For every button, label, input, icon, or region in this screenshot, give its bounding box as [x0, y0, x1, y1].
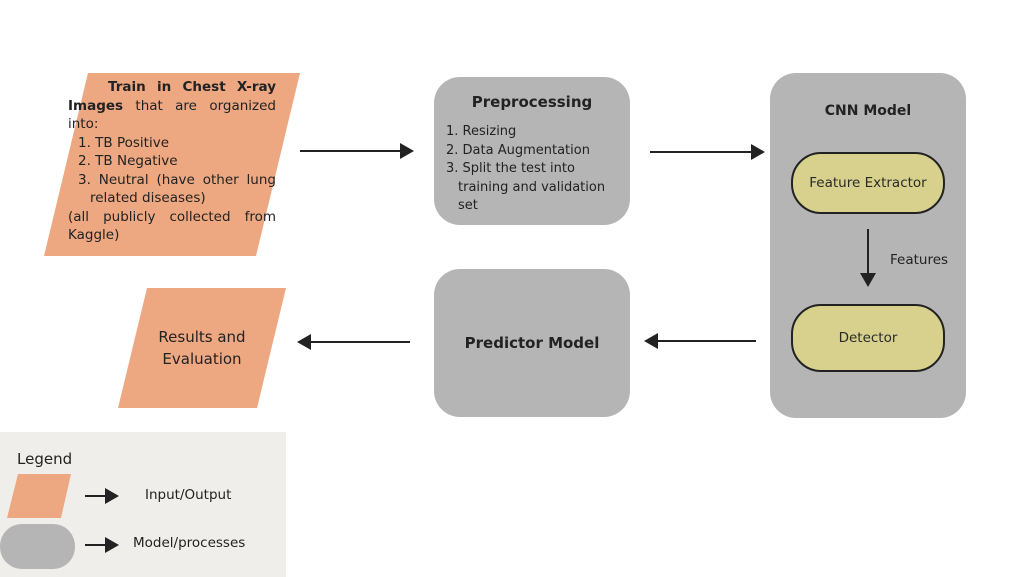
- preprocessing-title: Preprocessing: [471, 93, 593, 111]
- predictor-model-node: Predictor Model: [434, 269, 630, 417]
- output-node-label: Results and Evaluation: [158, 328, 246, 368]
- preprocessing-step: 1. Resizing: [446, 124, 517, 139]
- input-node-item: 1. TB Positive: [78, 134, 170, 151]
- input-node-shape: [44, 73, 300, 256]
- legend-process-shape: [0, 524, 75, 569]
- input-node-item: 2. TB Negative: [78, 153, 178, 169]
- legend-io-shape: [7, 474, 71, 518]
- legend-label-io: Input/Output: [145, 487, 232, 503]
- detector-node: Detector: [791, 304, 945, 372]
- input-node-item: 3. Neutral (have other lung related dise…: [78, 171, 276, 207]
- legend-title: Legend: [17, 450, 73, 468]
- input-node-heading: Train in Chest X-ray Images that are org…: [68, 79, 277, 132]
- preprocessing-node: Preprocessing 1. Resizing 2. Data Augmen…: [434, 77, 630, 225]
- preprocessing-step: 3. Split the test into training and vali…: [446, 161, 606, 213]
- predictor-model-title: Predictor Model: [464, 334, 600, 352]
- output-node-shape: [118, 288, 286, 408]
- input-node-footnote: (all publicly collected from Kaggle): [68, 208, 276, 244]
- features-edge-label: Features: [890, 252, 949, 268]
- preprocessing-steps: 1. Resizing 2. Data Augmentation 3. Spli…: [446, 123, 626, 216]
- input-node: Train in Chest X-ray Images that are org…: [68, 78, 276, 245]
- legend-label-process: Model/processes: [133, 535, 246, 551]
- cnn-model-title: CNN Model: [824, 103, 912, 119]
- output-node: Results and Evaluation: [142, 318, 262, 378]
- preprocessing-step: 2. Data Augmentation: [446, 142, 590, 158]
- feature-extractor-node: Feature Extractor: [791, 152, 945, 214]
